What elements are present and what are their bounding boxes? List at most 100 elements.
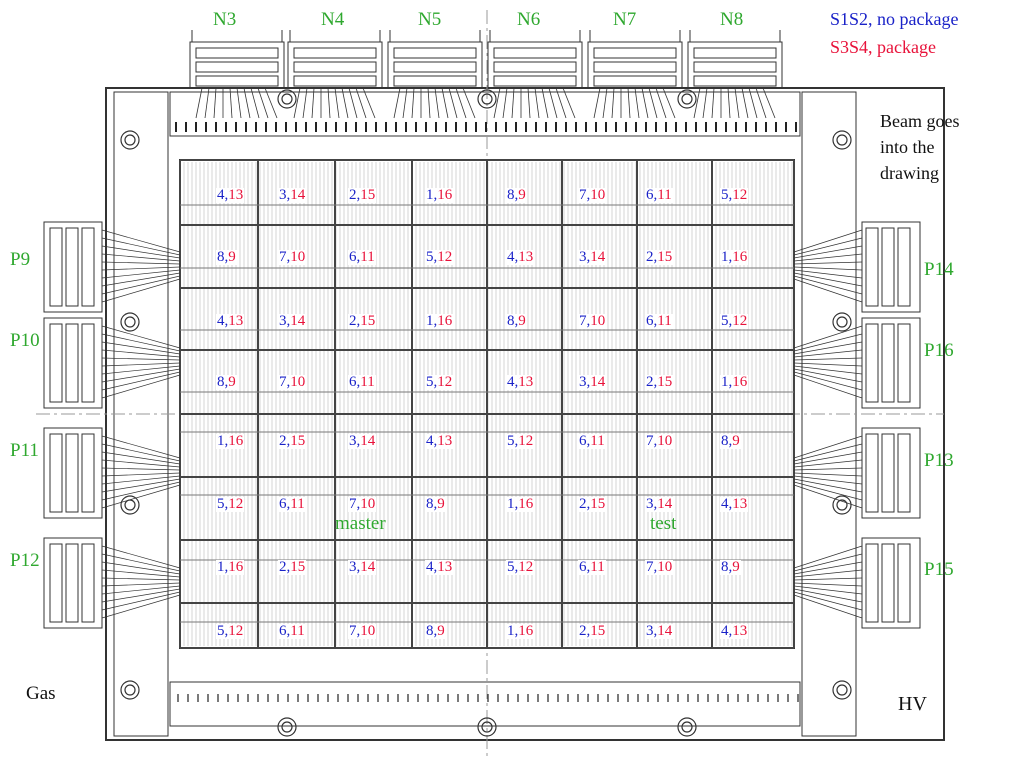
pad-cell-label: 3,14 xyxy=(348,560,377,575)
pad-cell-label: 5,12 xyxy=(506,434,535,449)
pad-cell-separator: , xyxy=(433,249,438,265)
mounting-hole xyxy=(120,130,140,150)
pad-cell-blue-number: 1 xyxy=(426,313,434,329)
pad-cell-separator: , xyxy=(728,187,733,203)
pad-cell-label: 7,10 xyxy=(578,313,607,329)
pad-cell-red-number: 15 xyxy=(290,433,306,449)
top-connector-shape xyxy=(587,30,683,119)
pad-cell-blue-number: 7 xyxy=(349,496,357,512)
pad-cell-label: 5,12 xyxy=(425,249,454,265)
left-connector-shape xyxy=(43,221,181,313)
pad-cell-red-number: 13 xyxy=(732,496,748,512)
pad-cell-label: 3,14 xyxy=(578,249,607,265)
pad-cell-red-number: 12 xyxy=(437,374,453,390)
top-connectors-graphic xyxy=(189,30,783,119)
pad-cell-blue-number: 6 xyxy=(279,623,287,639)
pad-cell-separator: , xyxy=(224,559,229,575)
pad-cell-red-number: 16 xyxy=(228,559,244,575)
top-connector-shape xyxy=(387,30,483,119)
pad-cell-red-number: 10 xyxy=(590,313,606,329)
pad-cell-blue-number: 1 xyxy=(217,559,225,575)
mounting-hole xyxy=(120,495,140,515)
pad-cell-red-number: 11 xyxy=(360,374,375,390)
pad-cell-blue-number: 1 xyxy=(217,433,225,449)
pad-cell-separator: , xyxy=(514,496,519,512)
side-connectors-graphic xyxy=(43,221,921,629)
test-label: test xyxy=(650,513,677,534)
pad-cell-label: 8,9 xyxy=(720,560,741,575)
pad-cell-label: 2,15 xyxy=(348,187,377,203)
connector-label-p11: P11 xyxy=(10,440,39,461)
pad-cell-separator: , xyxy=(224,187,229,203)
pad-cell-blue-number: 6 xyxy=(646,187,654,203)
pad-cell-label: 6,11 xyxy=(348,375,376,390)
pad-cell-separator: , xyxy=(356,433,361,449)
pad-cell-blue-number: 7 xyxy=(279,249,287,265)
pad-cell-red-number: 10 xyxy=(657,433,673,449)
pad-cell-red-number: 14 xyxy=(657,496,673,512)
pad-cell-separator: , xyxy=(653,559,658,575)
pad-cell-red-number: 9 xyxy=(732,559,740,575)
pad-cell-blue-number: 6 xyxy=(579,433,587,449)
pad-cell-label: 8,9 xyxy=(506,188,527,203)
pad-cell-blue-number: 1 xyxy=(507,623,515,639)
pad-cell-red-number: 11 xyxy=(590,559,605,575)
pad-cell-separator: , xyxy=(514,249,519,265)
pad-cell-red-number: 11 xyxy=(657,313,672,329)
connector-label-p10: P10 xyxy=(10,330,40,351)
pad-cell-blue-number: 2 xyxy=(279,433,287,449)
pad-cell-red-number: 12 xyxy=(732,187,748,203)
pad-cell-label: 1,16 xyxy=(720,375,749,390)
bottom-rail xyxy=(169,681,801,727)
pad-cell-label: 4,13 xyxy=(216,314,245,329)
pad-cell-blue-number: 3 xyxy=(279,313,287,329)
right-connector-shape xyxy=(793,537,921,629)
pad-cell-label: 2,15 xyxy=(278,560,307,575)
pad-cell-separator: , xyxy=(433,496,438,512)
top-connector-shape xyxy=(687,30,783,119)
pad-cell-label: 1,16 xyxy=(425,313,454,329)
pad-cell-separator: , xyxy=(356,249,361,265)
connector-label-n4: N4 xyxy=(321,9,345,30)
mounting-hole xyxy=(832,495,852,515)
right-connector-shape xyxy=(793,427,921,519)
pad-cell-blue-number: 8 xyxy=(426,623,434,639)
left-connector-shape xyxy=(43,537,181,629)
pad-cell-red-number: 14 xyxy=(290,313,306,329)
pad-cell-label: 2,15 xyxy=(645,249,674,265)
pad-cell-label: 1,16 xyxy=(506,623,535,639)
pad-cell-blue-number: 8 xyxy=(507,187,515,203)
pad-cell-label: 7,10 xyxy=(348,496,377,512)
pad-cell-blue-number: 5 xyxy=(426,249,434,265)
pad-cell-red-number: 13 xyxy=(228,187,244,203)
pad-cell-label: 8,9 xyxy=(425,497,446,512)
pad-cell-red-number: 11 xyxy=(590,433,605,449)
mounting-hole xyxy=(277,717,297,737)
pad-cell-blue-number: 2 xyxy=(579,623,587,639)
mounting-hole xyxy=(677,717,697,737)
pad-cell-blue-number: 2 xyxy=(646,249,654,265)
pad-cell-label: 3,14 xyxy=(278,188,307,203)
pad-cell-red-number: 15 xyxy=(360,187,376,203)
pad-cell-separator: , xyxy=(653,496,658,512)
pad-cell-label: 8,9 xyxy=(425,624,446,639)
pad-cell-blue-number: 7 xyxy=(646,433,654,449)
pad-cell-blue-number: 1 xyxy=(721,249,729,265)
pad-cell-red-number: 13 xyxy=(732,623,748,639)
pad-cell-separator: , xyxy=(586,187,591,203)
pad-cell-red-number: 16 xyxy=(518,496,534,512)
top-connector-shape xyxy=(487,30,583,119)
pad-cell-red-number: 15 xyxy=(657,249,673,265)
pad-cell-red-number: 13 xyxy=(437,433,453,449)
pad-cell-separator: , xyxy=(586,623,591,639)
pad-cell-label: 7,10 xyxy=(278,249,307,265)
pad-cell-label: 3,14 xyxy=(348,433,377,449)
pad-cell-separator: , xyxy=(586,249,591,265)
pad-cell-label: 8,9 xyxy=(216,375,237,390)
pad-cell-separator: , xyxy=(586,559,591,575)
pad-cell-label: 6,11 xyxy=(278,497,306,512)
pad-cell-blue-number: 3 xyxy=(579,249,587,265)
connector-label-n5: N5 xyxy=(418,9,442,30)
pad-cell-red-number: 10 xyxy=(590,187,606,203)
pad-cell-blue-number: 8 xyxy=(426,496,434,512)
